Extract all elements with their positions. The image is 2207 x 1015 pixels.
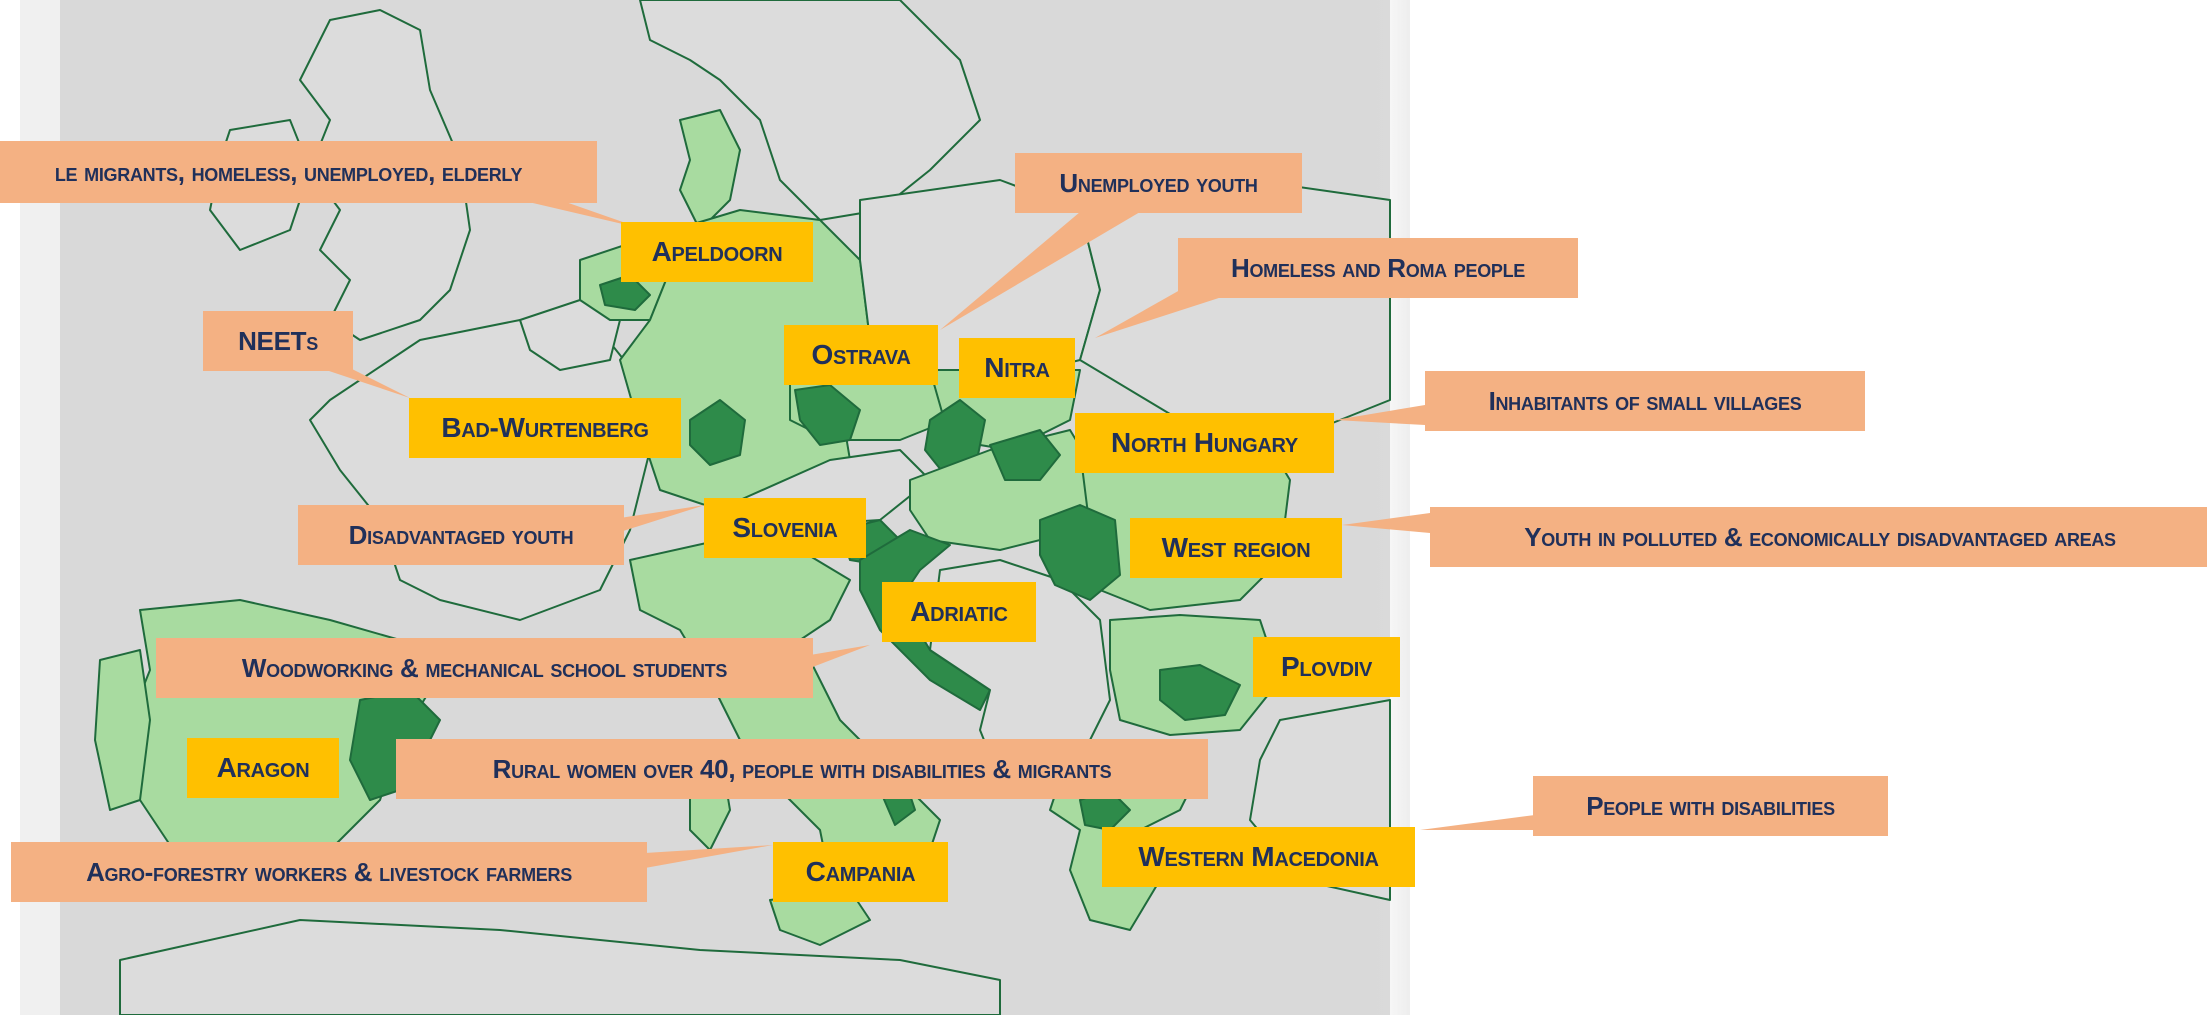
target-group-apeldoorn: le migrants, homeless, unemployed, elder… bbox=[0, 141, 597, 203]
target-group-adriatic: Woodworking & mechanical school students bbox=[156, 638, 813, 698]
target-group-western-macedonia: People with disabilities bbox=[1533, 776, 1888, 836]
land-portugal bbox=[94, 649, 151, 811]
region-label-north-hungary: North Hungary bbox=[1075, 413, 1334, 473]
target-group-nitra: Homeless and Roma people bbox=[1178, 238, 1578, 298]
region-label-campania: Campania bbox=[773, 842, 948, 902]
region-label-bad-wurtenberg: Bad-Wurtenberg bbox=[409, 398, 681, 458]
region-label-adriatic: Adriatic bbox=[882, 582, 1036, 642]
target-group-ostrava: Unemployed youth bbox=[1015, 153, 1302, 213]
land-north-africa bbox=[119, 919, 1001, 1015]
region-label-ostrava: Ostrava bbox=[784, 325, 938, 385]
target-group-west-region: Youth in polluted & economically disadva… bbox=[1430, 507, 2207, 567]
land-denmark bbox=[679, 109, 741, 231]
region-label-apeldoorn: Apeldoorn bbox=[621, 222, 813, 282]
target-group-bad-wurtenberg: NEETs bbox=[203, 311, 353, 371]
region-label-nitra: Nitra bbox=[959, 338, 1075, 398]
target-group-campania: Agro-forestry workers & livestock farmer… bbox=[11, 842, 647, 902]
pilot-bad-wurtenberg bbox=[689, 399, 746, 466]
region-label-aragon: Aragon bbox=[187, 738, 339, 798]
region-label-western-macedonia: Western Macedonia bbox=[1102, 827, 1415, 887]
pilot-north-hungary bbox=[989, 429, 1061, 481]
region-label-plovdiv: Plovdiv bbox=[1253, 637, 1400, 697]
region-label-slovenia: Slovenia bbox=[704, 498, 866, 558]
target-group-slovenia: Disadvantaged youth bbox=[298, 505, 624, 565]
target-group-north-hungary: Inhabitants of small villages bbox=[1425, 371, 1865, 431]
pilot-ostrava bbox=[794, 384, 861, 446]
pilot-west-region bbox=[1039, 504, 1121, 601]
region-label-west-region: West region bbox=[1130, 518, 1342, 578]
pilot-plovdiv bbox=[1159, 664, 1241, 721]
target-group-aragon: Rural women over 40, people with disabil… bbox=[396, 739, 1208, 799]
